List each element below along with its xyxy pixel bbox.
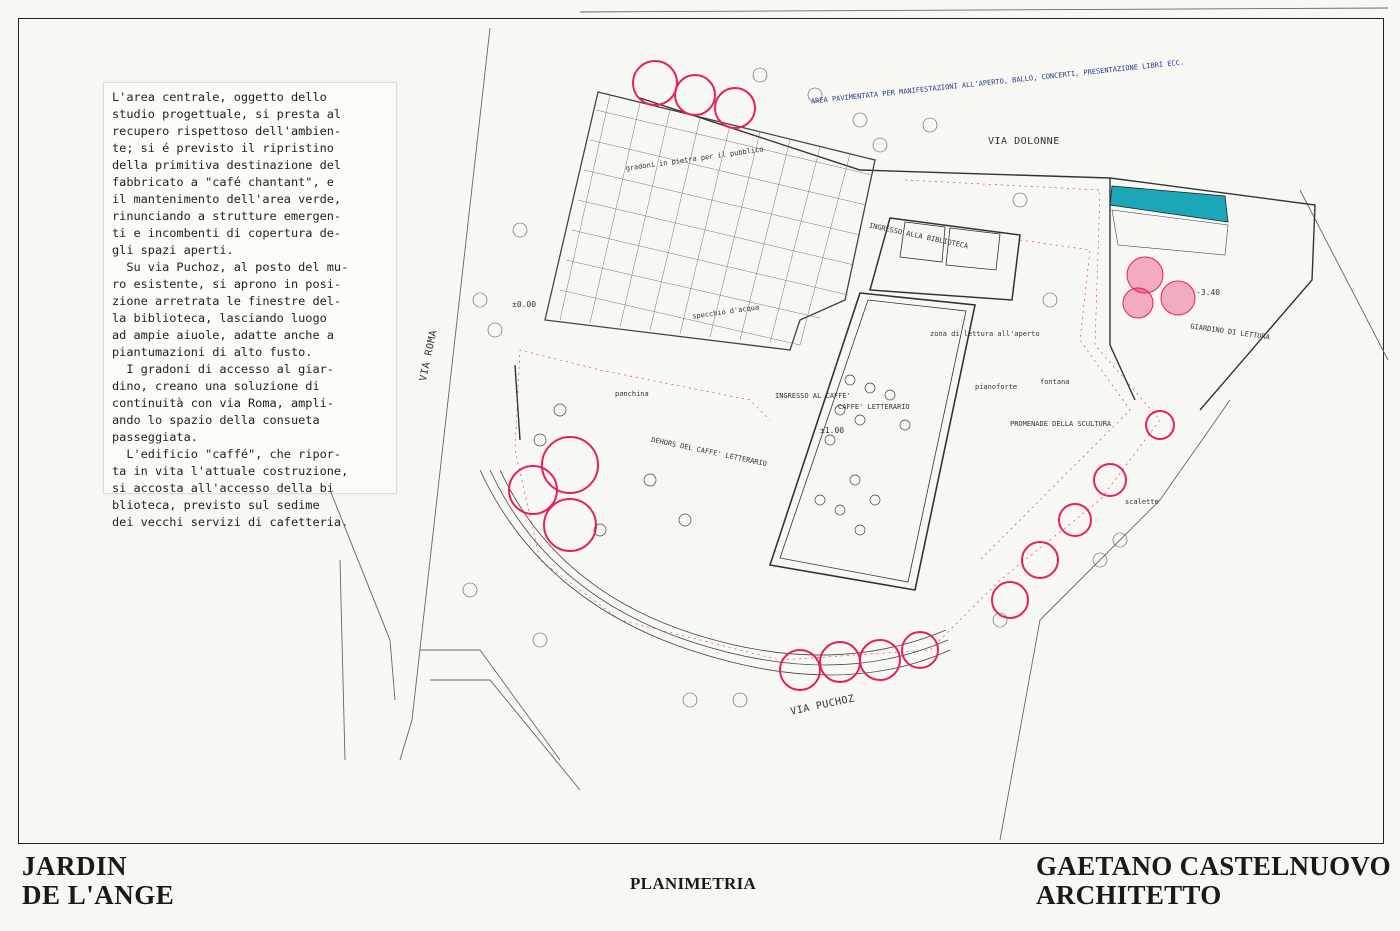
boundary-walls: [514, 97, 1316, 441]
label-caffe-letterario: CAFFE' LETTERARIO: [838, 403, 910, 411]
small-trees: [462, 67, 1128, 708]
drawing-frame: [18, 18, 1384, 844]
label-zona-lettura: zona di lettura all'aperto: [930, 330, 1040, 338]
building-library: [869, 217, 1021, 301]
label-promenade: PROMENADE DELLA SCULTURA: [1010, 420, 1112, 428]
caffe-tables: [533, 374, 911, 537]
description-note: L'area centrale, oggetto dello studio pr…: [103, 82, 397, 529]
label-quota-340: -3.40: [1196, 288, 1221, 297]
label-ingresso-caffe: INGRESSO AL CAFFE': [775, 392, 851, 400]
red-trees: [508, 60, 1175, 691]
red-garden-hatching: [514, 179, 1161, 661]
paved-plaza: [544, 91, 876, 351]
drawing-title: PLANIMETRIA: [630, 874, 757, 893]
label-quota-100: ±1.00: [820, 426, 845, 435]
label-via-dolonne: VIA DOLONNE: [988, 136, 1060, 147]
label-panchina: panchina: [615, 390, 649, 398]
context-lines: [329, 7, 1389, 841]
description-text: L'area centrale, oggetto dello studio pr…: [112, 90, 349, 529]
project-title: JARDIN DE L'ANGE: [22, 851, 175, 910]
label-pianoforte: pianoforte: [975, 383, 1018, 391]
label-scalette: scalette: [1125, 498, 1159, 506]
label-fontana: fontana: [1040, 378, 1070, 386]
water-feature: [1109, 185, 1229, 256]
label-quota-000: ±0.00: [512, 300, 537, 309]
architect-name: GAETANO CASTELNUOVO ARCHITETTO: [1036, 851, 1391, 910]
red-reading-garden-trees: [1122, 256, 1196, 319]
building-caffe: [768, 292, 976, 591]
curved-steps: [479, 469, 951, 676]
